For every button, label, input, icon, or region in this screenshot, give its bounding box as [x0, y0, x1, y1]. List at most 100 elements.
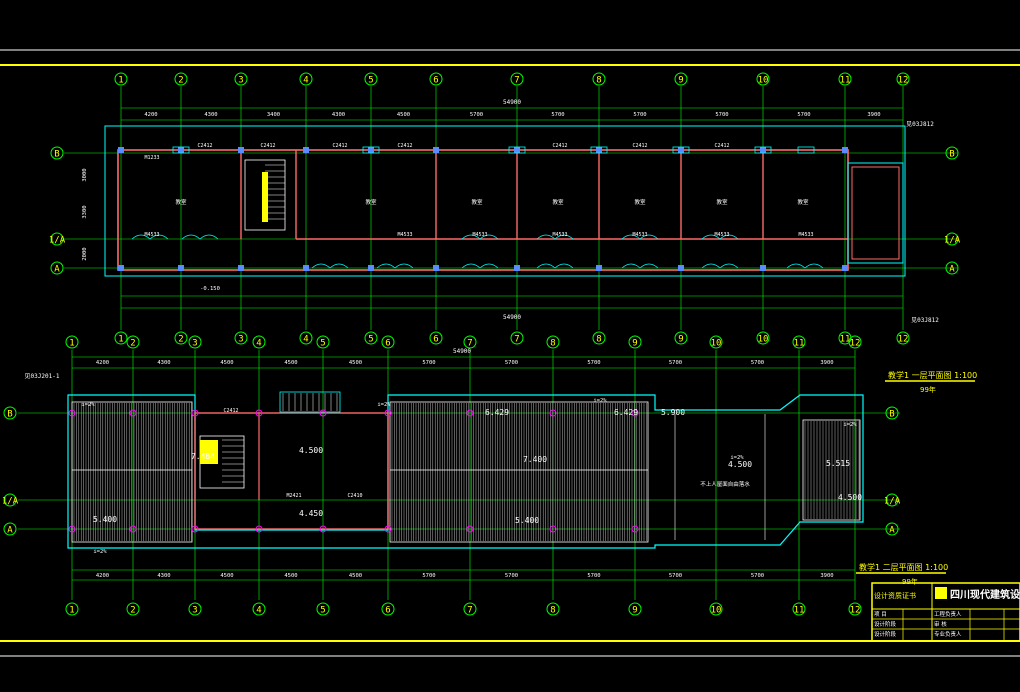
span-dimension: 4500	[397, 112, 410, 118]
door-tag: M4533	[798, 232, 813, 238]
elevation-mark: 6.429	[614, 408, 638, 417]
row-bubble-left: B	[3, 406, 17, 420]
window-tag: C2412	[397, 143, 412, 149]
column	[238, 265, 244, 271]
row-bubble-right: 1/A	[944, 232, 961, 246]
window	[362, 146, 380, 154]
axis-bubble-label: 7	[514, 335, 519, 345]
row-bubble-right: A	[945, 261, 959, 275]
column	[129, 409, 137, 417]
axis-bubble-top: 3	[234, 72, 248, 86]
column	[384, 409, 392, 417]
row-bubble-left: 1/A	[2, 493, 19, 507]
axis-bubble-top: 9	[628, 335, 642, 349]
axis-bubble-label: 1	[118, 76, 123, 86]
row-bubble-right: B	[885, 406, 899, 420]
axis-bubble-circle	[114, 331, 128, 345]
span-dimension: 5700	[587, 360, 600, 366]
east-porch-wall	[851, 166, 900, 260]
axis-bubble-label: 6	[433, 76, 438, 86]
axis-bubble-circle	[848, 335, 862, 349]
span-dimension-bottom: 5700	[505, 573, 518, 579]
span-dimension-bottom: 4300	[157, 573, 170, 579]
axis-bubble-circle	[3, 522, 17, 536]
axis-bubble-label: 5	[368, 335, 373, 345]
door-swing	[536, 263, 574, 269]
plan2-subtitle: 99年	[902, 577, 918, 586]
axis-bubble-label: 4	[303, 76, 308, 86]
axis-bubble-label: 11	[794, 606, 805, 616]
slope-label: i=2%	[377, 402, 391, 408]
axis-bubble-circle	[50, 146, 64, 160]
axis-bubble-circle	[299, 72, 313, 86]
span-dimension: 5700	[505, 360, 518, 366]
axis-bubble-circle	[792, 602, 806, 616]
elevation-mark: 5.515	[826, 459, 850, 468]
column	[191, 525, 199, 533]
axis-bubble-label: 3	[238, 335, 243, 345]
axis-bubble-circle	[848, 602, 862, 616]
axis-bubble-bottom: 10	[756, 331, 770, 345]
column	[549, 409, 557, 417]
door-tag: M4533	[632, 232, 647, 238]
note-right-top: 见03J812	[906, 121, 934, 128]
room-label: 教室	[552, 198, 564, 206]
window-tag: C2412	[197, 143, 212, 149]
door-tag: M1233	[144, 155, 159, 161]
axis-bubble-circle	[3, 406, 17, 420]
axis-bubble-circle	[114, 72, 128, 86]
elevation-mark: 5.900	[661, 408, 685, 417]
hatch-border	[71, 401, 193, 543]
span-dimension-bottom: 5700	[751, 573, 764, 579]
axis-bubble-label: 6	[433, 335, 438, 345]
axis-bubble-circle	[316, 602, 330, 616]
axis-bubble-label: 4	[303, 335, 308, 345]
total-dimension: 54900	[453, 348, 471, 355]
title-block-cell: 设计阶段	[874, 620, 897, 628]
axis-bubble-bottom: 8	[546, 602, 560, 616]
window	[590, 146, 608, 154]
axis-bubble-circle	[50, 261, 64, 275]
axis-bubble-circle	[945, 232, 959, 246]
axis-bubble-circle	[628, 335, 642, 349]
door-tag: C2410	[347, 493, 362, 499]
column	[303, 265, 309, 271]
column	[118, 265, 124, 271]
axis-bubble-top: 10	[756, 72, 770, 86]
axis-bubble-circle	[188, 335, 202, 349]
left-dimension: 3000	[82, 168, 88, 181]
axis-bubble-top: 11	[792, 335, 806, 349]
slope-label: i=2%	[730, 455, 744, 461]
axis-bubble-circle	[65, 602, 79, 616]
axis-bubble-top: 7	[463, 335, 477, 349]
axis-bubble-label: 8	[596, 335, 601, 345]
elevation-mark: 4.500	[728, 460, 752, 469]
window-tag: C2412	[714, 143, 729, 149]
column	[514, 147, 520, 153]
axis-bubble-circle	[126, 602, 140, 616]
door-swing	[181, 234, 219, 240]
column	[433, 265, 439, 271]
axis-bubble-bottom: 12	[848, 602, 862, 616]
axis-bubble-label: B	[54, 150, 59, 160]
axis-bubble-label: 9	[678, 76, 683, 86]
axis-bubble-circle	[381, 602, 395, 616]
door-swing	[311, 263, 349, 269]
axis-bubble-label: 8	[550, 339, 555, 349]
row-bubble-right: A	[885, 522, 899, 536]
axis-bubble-top: 4	[252, 335, 266, 349]
axis-bubble-circle	[299, 331, 313, 345]
axis-bubble-label: A	[889, 526, 895, 536]
axis-bubble-label: A	[949, 265, 955, 275]
floor-level: -0.150	[200, 286, 220, 292]
axis-bubble-top: 8	[592, 72, 606, 86]
span-dimension: 5700	[797, 112, 810, 118]
column	[760, 265, 766, 271]
door-swing	[621, 234, 659, 240]
axis-bubble-label: 1/A	[2, 497, 19, 507]
title-block-cell: 审 核	[934, 620, 947, 628]
room-label: 教室	[175, 198, 187, 206]
column	[319, 525, 327, 533]
axis-bubble-top: 6	[429, 72, 443, 86]
span-dimension: 4500	[349, 360, 362, 366]
